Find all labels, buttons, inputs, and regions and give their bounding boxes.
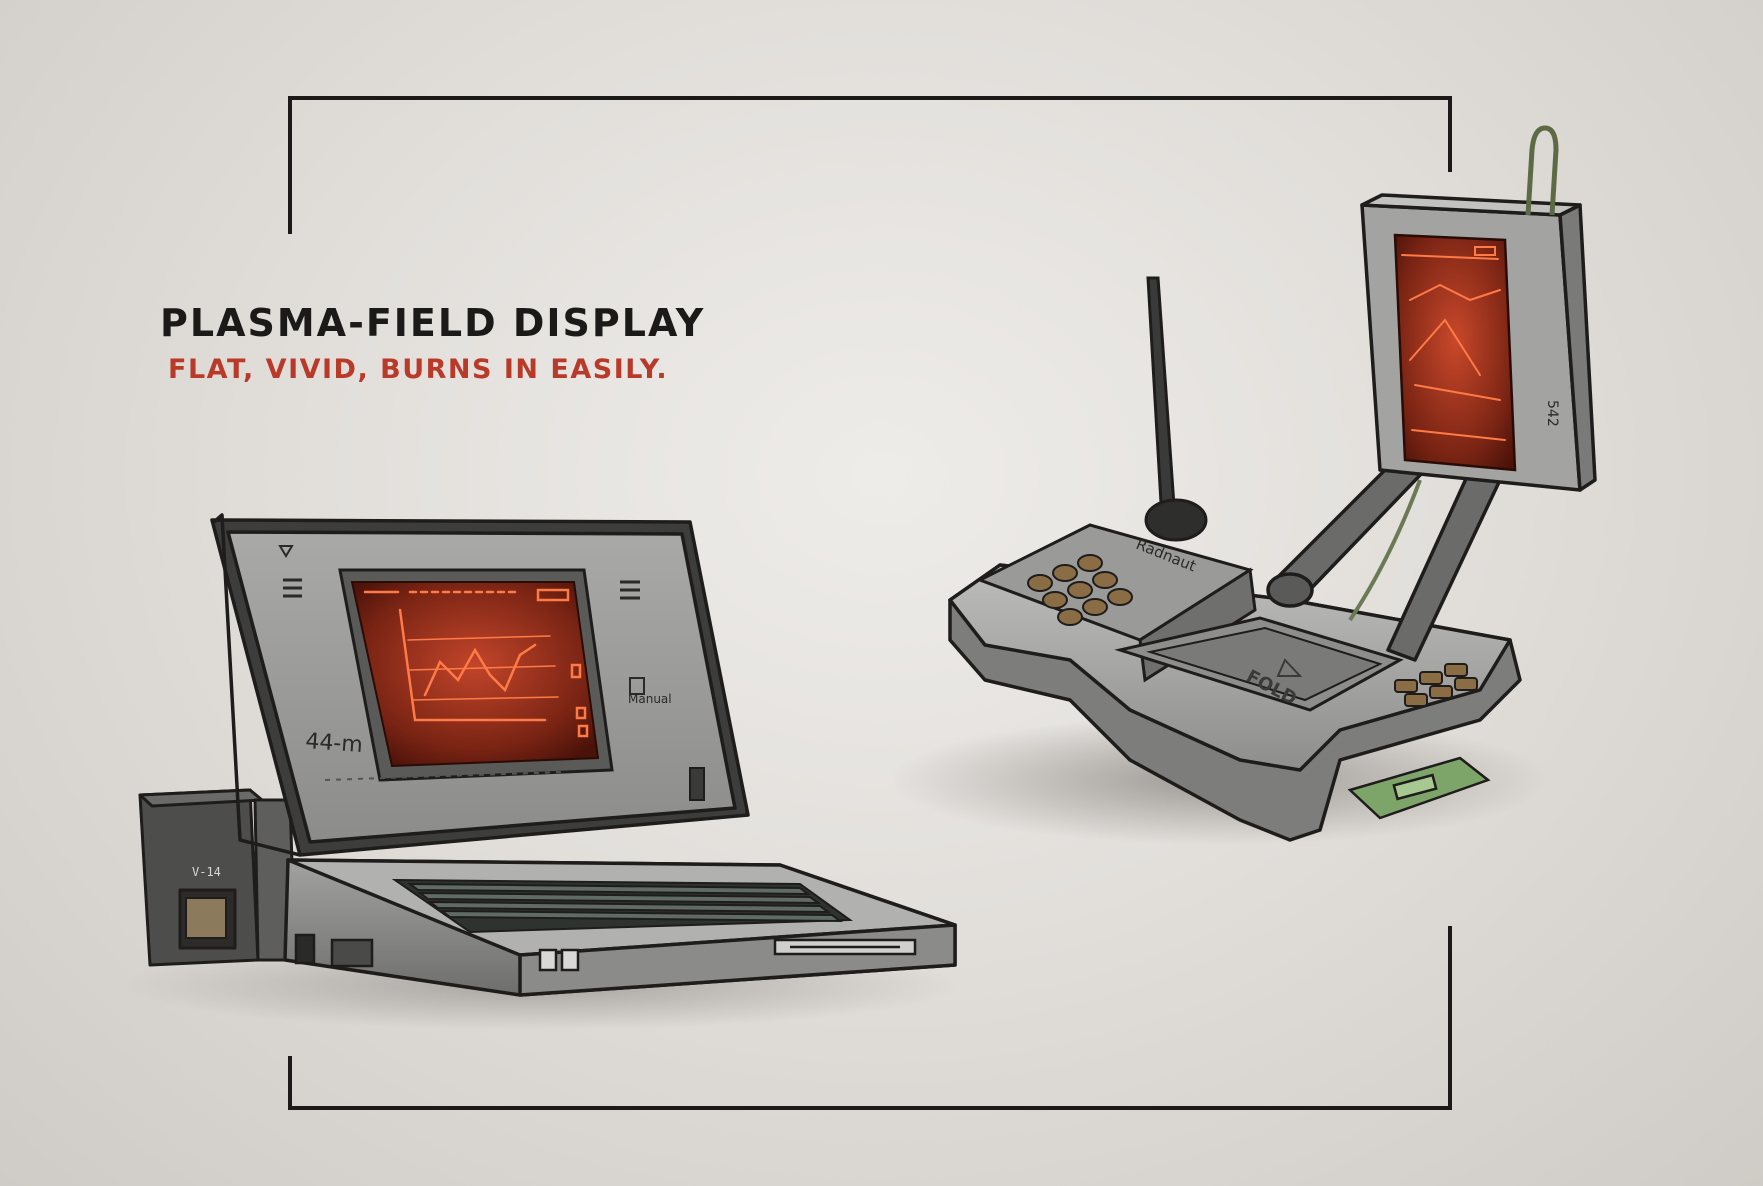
- handheld-number-keys: [1027, 554, 1133, 626]
- laptop-side-module: [138, 788, 297, 967]
- laptop-badge-label: Manual: [628, 692, 672, 706]
- laptop-vents: [283, 578, 640, 600]
- handheld-screen-graphics: [1401, 246, 1506, 441]
- fold-arrow-icon: [1276, 658, 1303, 677]
- frame-corner-bottom-right: [288, 926, 1452, 1110]
- laptop-power-switch: [689, 767, 705, 801]
- handheld-cable: [1348, 479, 1422, 622]
- handheld-screen-code: 542: [1544, 400, 1560, 427]
- caption-block: PLASMA-FIELD DISPLAY FLAT, VIVID, BURNS …: [160, 298, 705, 388]
- display-type-description: FLAT, VIVID, BURNS IN EASILY.: [168, 354, 669, 385]
- laptop-badge-icon: [629, 677, 645, 695]
- laptop-keyboard: [391, 878, 853, 934]
- handheld-plasma-screen: [1393, 233, 1517, 472]
- handheld-carry-loop: [1525, 125, 1559, 216]
- handheld-support-arms: [1266, 458, 1502, 662]
- laptop-ports: [294, 933, 917, 972]
- handheld-function-keys: [1394, 663, 1478, 707]
- display-type-heading: PLASMA-FIELD DISPLAY: [160, 301, 706, 345]
- laptop-logo-triangle: [278, 545, 294, 558]
- handheld-fold-tray: [1114, 616, 1404, 712]
- handheld-antenna: [1144, 276, 1208, 542]
- handheld-inserted-card: [1347, 756, 1491, 820]
- laptop-model-label: 44-m: [305, 729, 364, 758]
- frame-corner-top-left: [288, 96, 1452, 234]
- laptop-screen-graph: [363, 588, 589, 738]
- laptop-side-label: V-14: [192, 865, 221, 879]
